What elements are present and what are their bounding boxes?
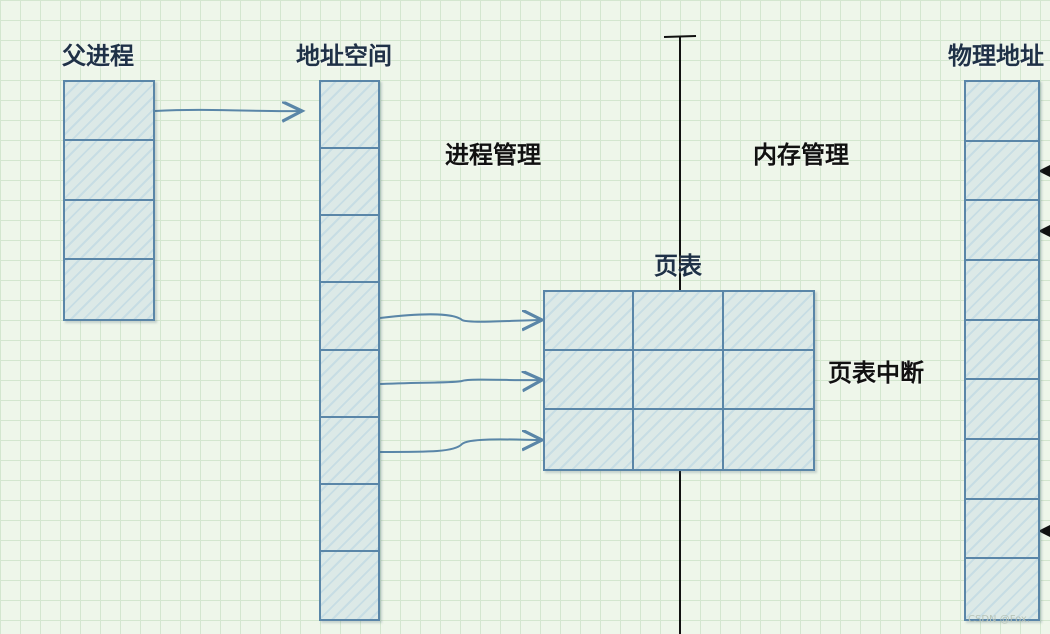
address-cell [321, 552, 378, 619]
address-cell [321, 283, 378, 351]
physical-cell [966, 440, 1038, 500]
memory-management-label: 内存管理 [753, 141, 849, 169]
address-cell [321, 216, 378, 284]
page-table-cell [634, 410, 724, 469]
page-table-cell [634, 292, 724, 351]
address-cell [321, 149, 378, 217]
parent-cell [65, 260, 153, 319]
address-cell [321, 351, 378, 418]
physical-address-label: 物理地址 [948, 42, 1044, 70]
process-management-label: 进程管理 [445, 141, 541, 169]
parent-cell [65, 82, 153, 142]
address-cell [321, 485, 378, 552]
parent-process-block [63, 80, 155, 321]
physical-cell [966, 142, 1038, 202]
physical-cell [966, 201, 1038, 261]
physical-cell [966, 500, 1038, 560]
page-table-cell [724, 410, 813, 469]
physical-cell [966, 82, 1038, 142]
address-space-block [319, 80, 380, 621]
physical-memory-block [964, 80, 1040, 621]
page-table-label: 页表 [654, 252, 702, 280]
address-cell [321, 82, 378, 150]
page-fault-label: 页表中断 [828, 359, 924, 387]
page-table-grid [543, 290, 815, 471]
physical-cell [966, 559, 1038, 619]
page-table-cell [634, 351, 724, 410]
page-table-cell [723, 292, 813, 351]
page-link-arrow-1 [379, 314, 542, 321]
page-table-cell [545, 410, 635, 469]
address-space-label: 地址空间 [296, 42, 392, 70]
physical-cell [966, 261, 1038, 321]
page-table-cell [545, 292, 635, 351]
divider-cap [663, 35, 697, 38]
physical-cell [966, 321, 1038, 381]
page-table-cell [723, 351, 813, 410]
watermark: CSDN @Fox. [968, 614, 1030, 625]
page-link-arrow-2 [379, 380, 542, 384]
page-table-cell [545, 351, 635, 410]
parent-cell [65, 201, 153, 260]
parent-cell [65, 141, 153, 201]
parent-process-label: 父进程 [62, 42, 134, 70]
physical-cell [966, 380, 1038, 440]
address-cell [321, 418, 378, 485]
parent-to-address-arrow [154, 110, 302, 111]
page-link-arrow-3 [379, 439, 542, 453]
